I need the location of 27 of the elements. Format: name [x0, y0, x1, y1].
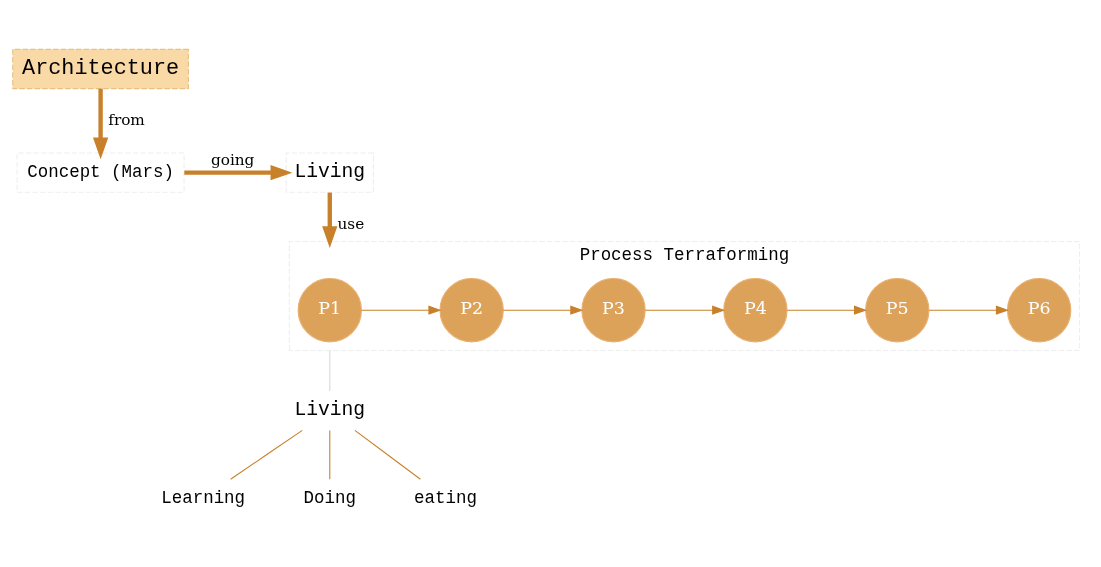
connector — [230, 429, 303, 480]
edge-label: use — [337, 214, 365, 233]
node-circle: P5 — [865, 277, 930, 342]
node-circle: P4 — [723, 277, 788, 342]
arrow — [92, 88, 109, 159]
connector — [329, 429, 331, 480]
edge-label: from — [108, 110, 145, 129]
node-text: Living — [294, 398, 366, 421]
arrow — [502, 305, 584, 315]
arrow — [786, 305, 868, 315]
node-box: Living — [285, 152, 374, 193]
node-text: Doing — [303, 487, 356, 508]
node-circle: P6 — [1006, 277, 1072, 342]
arrow — [184, 164, 293, 180]
connector — [354, 429, 421, 480]
node-box: Architecture — [12, 48, 189, 89]
node-circle: P3 — [581, 277, 646, 342]
arrow — [644, 305, 726, 315]
node-text: eating — [414, 487, 477, 508]
node-box: Concept (Mars) — [16, 152, 185, 193]
arrow — [928, 305, 1009, 315]
arrow — [361, 305, 442, 315]
node-text: Learning — [161, 487, 246, 508]
node-circle: P1 — [297, 277, 362, 342]
node-circle: P2 — [439, 277, 504, 342]
arrow — [322, 192, 338, 248]
edge-label: going — [210, 150, 255, 169]
